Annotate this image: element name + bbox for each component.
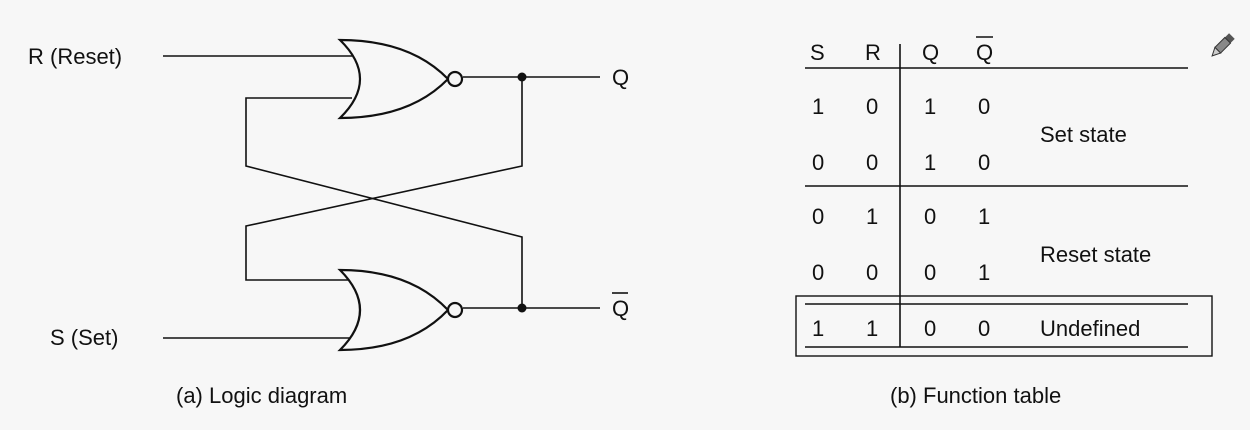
junction-dot-qbar [517,303,527,313]
wire-q-feedback [245,77,523,281]
table-row: 0 1 0 1 [812,204,990,229]
cell-s: 1 [812,94,824,119]
function-table-caption: (b) Function table [890,383,1061,408]
logic-diagram-caption: (a) Logic diagram [176,383,347,408]
state-label-undefined: Undefined [1040,316,1140,341]
junction-dot-q [517,72,527,82]
input-r-label: R (Reset) [28,44,122,69]
cell-r: 0 [866,150,878,175]
state-label-set: Set state [1040,122,1127,147]
cell-r: 1 [866,316,878,341]
table-row: 0 0 1 0 [812,150,990,175]
cell-r: 0 [866,260,878,285]
cell-s: 0 [812,204,824,229]
header-r: R [865,40,881,65]
output-qbar-label: Q [612,296,629,321]
pencil-tip [1211,46,1222,57]
cell-q: 0 [924,316,936,341]
wire-qbar-feedback [245,97,523,308]
cell-r: 0 [866,94,878,119]
cell-q: 0 [924,204,936,229]
header-s: S [810,40,825,65]
logic-diagram: R (Reset) S (Set) Q Q (a) Logic diagram [28,38,629,408]
nor-gate-body [337,38,450,120]
cell-s: 1 [812,316,824,341]
input-s-label: S (Set) [50,325,118,350]
cell-s: 0 [812,150,824,175]
undefined-row-box [795,295,1213,357]
header-qbar: Q [976,40,993,65]
cell-q: 1 [924,94,936,119]
cell-q: 0 [924,260,936,285]
cell-qbar: 0 [978,316,990,341]
cell-q: 1 [924,150,936,175]
cell-qbar: 0 [978,94,990,119]
pencil-eraser [1224,33,1235,44]
cell-s: 0 [812,260,824,285]
inverter-bubble [446,301,464,319]
table-row: 1 0 1 0 [812,94,990,119]
cell-r: 1 [866,204,878,229]
cell-qbar: 1 [978,204,990,229]
table-row: 0 0 0 1 [812,260,990,285]
nor-gate-bottom [337,268,464,352]
cell-qbar: 0 [978,150,990,175]
function-table: S R Q Q 1 0 1 0 0 0 1 0 0 1 0 1 [795,36,1213,408]
inverter-bubble [446,70,464,88]
cell-qbar: 1 [978,260,990,285]
state-label-reset: Reset state [1040,242,1151,267]
header-q: Q [922,40,939,65]
output-q-label: Q [612,65,629,90]
nor-gate-top [337,38,464,120]
table-row: 1 1 0 0 [812,316,990,341]
nor-gate-body [337,268,450,352]
pencil-icon[interactable] [1206,30,1238,62]
